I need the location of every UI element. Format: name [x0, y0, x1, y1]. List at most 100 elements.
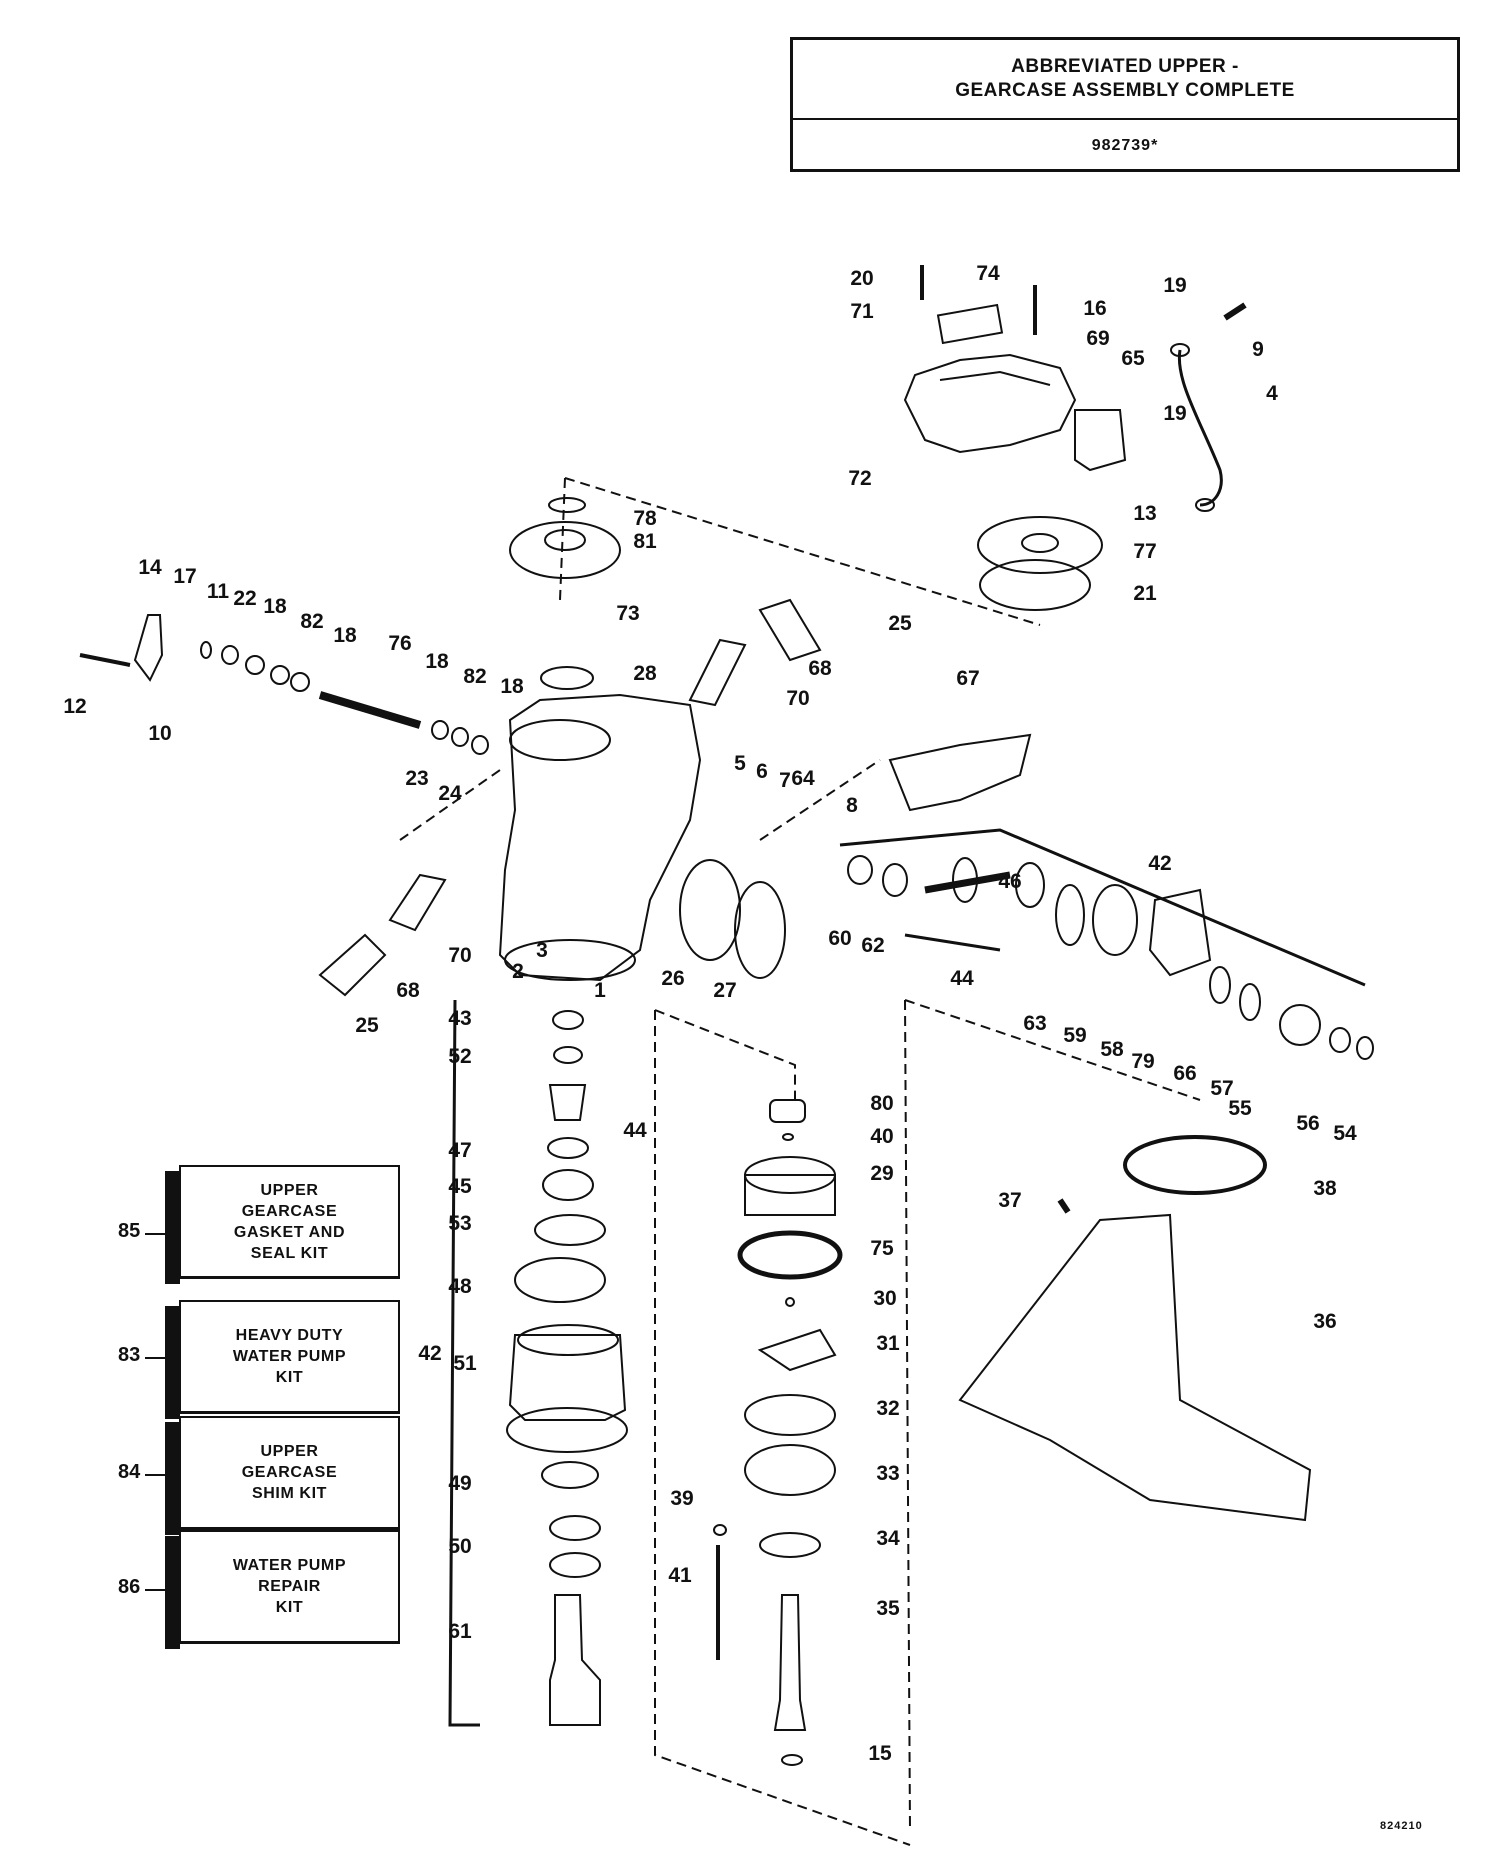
kit-box-shim: UPPER GEARCASE SHIM KIT — [165, 1416, 400, 1535]
kit-label-line: GEARCASE — [241, 1202, 338, 1220]
bearing — [542, 1169, 594, 1201]
part-callout-25: 25 — [355, 1014, 379, 1037]
gear-hub — [544, 529, 586, 551]
part-callout-4: 4 — [1266, 382, 1278, 405]
part-callout-62: 62 — [861, 934, 884, 957]
part-callout-20: 20 — [850, 267, 873, 290]
part-callout-35: 35 — [876, 1597, 900, 1620]
pinion-shaft — [924, 871, 1011, 894]
kit-box-face: UPPER GEARCASE GASKET AND SEAL KIT — [179, 1165, 400, 1279]
wire-terminal — [1195, 498, 1215, 512]
figure-code: 824210 — [1380, 1820, 1423, 1832]
kit-number: 85 — [118, 1220, 141, 1242]
part-callout-46: 46 — [998, 870, 1021, 893]
part-callout-82: 82 — [463, 665, 486, 688]
bracket — [1074, 409, 1127, 472]
kit-label-line: HEAVY DUTY — [235, 1327, 344, 1344]
part-callout-16: 16 — [1083, 297, 1106, 320]
housing-flange — [509, 719, 611, 761]
part-callout-52: 52 — [448, 1045, 471, 1068]
o-ring — [782, 1133, 794, 1141]
part-callout-10: 10 — [148, 722, 171, 745]
part-callout-26: 26 — [661, 967, 684, 990]
washer — [847, 855, 873, 885]
screw — [1223, 302, 1247, 321]
part-callout-27: 27 — [713, 979, 736, 1002]
housing-seal-ring — [1123, 1135, 1267, 1195]
plate — [744, 1394, 836, 1436]
bearing-housing-base — [506, 1407, 628, 1453]
plate-hole — [1021, 533, 1059, 553]
gasket — [514, 1257, 606, 1303]
part-callout-8: 8 — [846, 794, 858, 817]
part-callout-66: 66 — [1173, 1062, 1196, 1085]
washer — [451, 727, 469, 747]
gasket — [758, 598, 822, 662]
part-callout-68: 68 — [396, 979, 420, 1002]
guide-line — [654, 1009, 796, 1100]
drive-shaft — [773, 1594, 807, 1731]
part-callout-40: 40 — [870, 1125, 893, 1148]
part-callout-42: 42 — [1148, 852, 1171, 875]
bearing — [541, 1461, 599, 1489]
ground-wire — [1177, 349, 1223, 507]
kit-label-line: KIT — [275, 1369, 304, 1386]
kit-box-shadow — [165, 1536, 180, 1649]
shim — [553, 1046, 583, 1064]
part-callout-60: 60 — [828, 927, 851, 950]
part-callout-51: 51 — [453, 1352, 477, 1375]
seal — [759, 1532, 821, 1558]
guide-line — [759, 759, 881, 841]
washer — [781, 1754, 803, 1766]
seal — [1239, 983, 1261, 1021]
o-ring — [1055, 884, 1085, 946]
kit-label-line: WATER PUMP — [232, 1557, 347, 1574]
part-callout-29: 29 — [870, 1162, 893, 1185]
bushing — [769, 1099, 806, 1123]
assembly-part-number: 982739* — [1091, 136, 1159, 154]
kit-box-face: UPPER GEARCASE SHIM KIT — [179, 1416, 400, 1530]
part-callout-6: 6 — [756, 760, 768, 783]
part-callout-31: 31 — [876, 1332, 900, 1355]
gasket — [1092, 884, 1138, 956]
kit-box-shadow — [165, 1306, 180, 1419]
shift-bracket — [888, 733, 1032, 812]
part-callout-18: 18 — [500, 675, 524, 698]
part-callout-70: 70 — [786, 687, 809, 710]
kit-label-line: UPPER — [260, 1443, 319, 1460]
kit-box-water-pump: HEAVY DUTY WATER PUMP KIT — [165, 1300, 400, 1419]
part-callout-55: 55 — [1228, 1097, 1252, 1120]
part-callout-1: 1 — [594, 979, 606, 1002]
part-callout-32: 32 — [876, 1397, 899, 1420]
part-callout-77: 77 — [1133, 540, 1156, 563]
kit-label-line: SHIM KIT — [251, 1485, 328, 1502]
kit-box-shadow — [165, 1422, 180, 1535]
nut — [1329, 1027, 1351, 1053]
kit-number: 84 — [118, 1461, 141, 1483]
part-callout-17: 17 — [173, 565, 196, 588]
part-callout-80: 80 — [870, 1092, 893, 1115]
part-callout-18: 18 — [333, 624, 357, 647]
bearing-housing — [1148, 888, 1212, 977]
part-callout-15: 15 — [868, 1742, 892, 1765]
impeller — [757, 1328, 837, 1372]
nut — [713, 1524, 727, 1536]
gasket — [318, 933, 387, 997]
lower-gearcase-housing — [958, 1213, 1312, 1522]
part-callout-45: 45 — [448, 1175, 472, 1198]
seal — [679, 859, 741, 961]
part-callout-78: 78 — [633, 507, 657, 530]
gear — [509, 521, 621, 579]
part-callout-57: 57 — [1210, 1077, 1233, 1100]
shift-lever — [133, 614, 164, 682]
part-callout-50: 50 — [448, 1535, 471, 1558]
kit-number: 86 — [118, 1576, 141, 1598]
part-callout-67: 67 — [956, 667, 979, 690]
kit-label-line: UPPER — [260, 1181, 319, 1199]
cover-plate — [936, 303, 1004, 345]
guide-line — [654, 1010, 911, 1846]
kit-label-line: REPAIR — [258, 1578, 321, 1595]
part-callout-18: 18 — [425, 650, 449, 673]
bearing — [1015, 862, 1045, 908]
